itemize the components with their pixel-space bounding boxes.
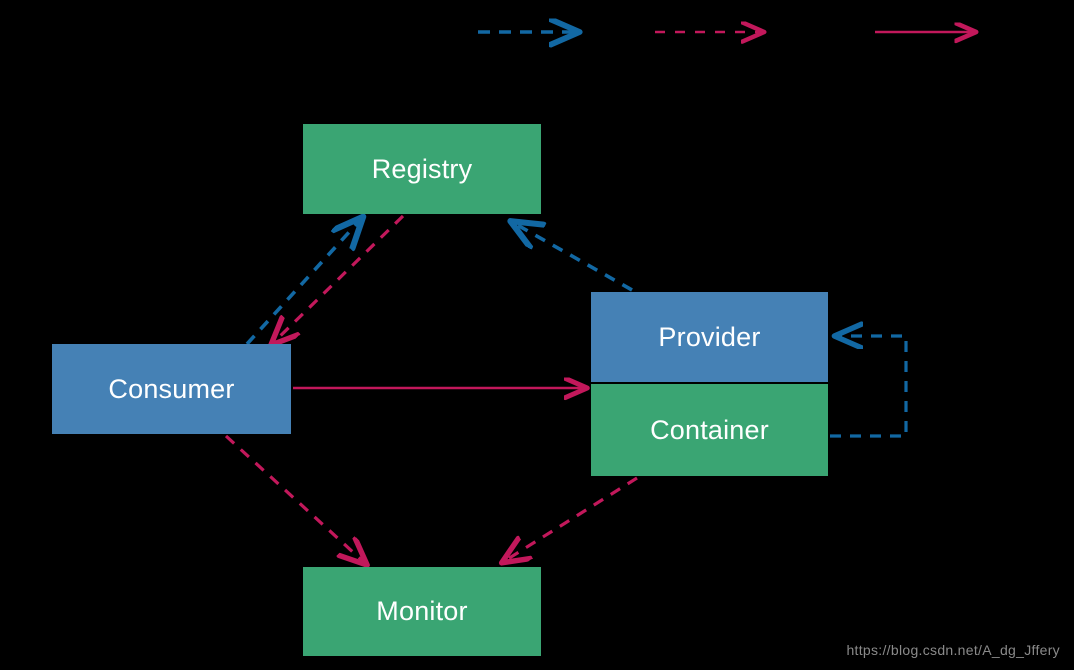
node-monitor[interactable]: Monitor <box>303 567 541 656</box>
node-registry-label: Registry <box>371 153 473 184</box>
legend <box>0 0 1074 70</box>
edge-consumer-to-registry <box>245 218 362 346</box>
node-consumer[interactable]: Consumer <box>52 344 291 434</box>
node-container-label: Container <box>650 414 769 445</box>
edge-registry-to-consumer <box>272 214 405 344</box>
edge-provider-to-registry <box>512 222 633 292</box>
edge-container-to-monitor <box>503 476 638 562</box>
node-provider[interactable]: Provider <box>591 292 828 382</box>
edge-container-to-provider-loop <box>830 336 908 438</box>
provider-container-divider <box>591 382 828 384</box>
edge-consumer-to-monitor <box>224 434 366 564</box>
node-provider-label: Provider <box>658 321 761 352</box>
watermark: https://blog.csdn.net/A_dg_Jffery <box>846 642 1060 658</box>
node-monitor-label: Monitor <box>376 596 468 626</box>
node-consumer-label: Consumer <box>108 373 235 404</box>
node-container[interactable]: Container <box>591 384 828 476</box>
node-registry[interactable]: Registry <box>303 124 541 214</box>
